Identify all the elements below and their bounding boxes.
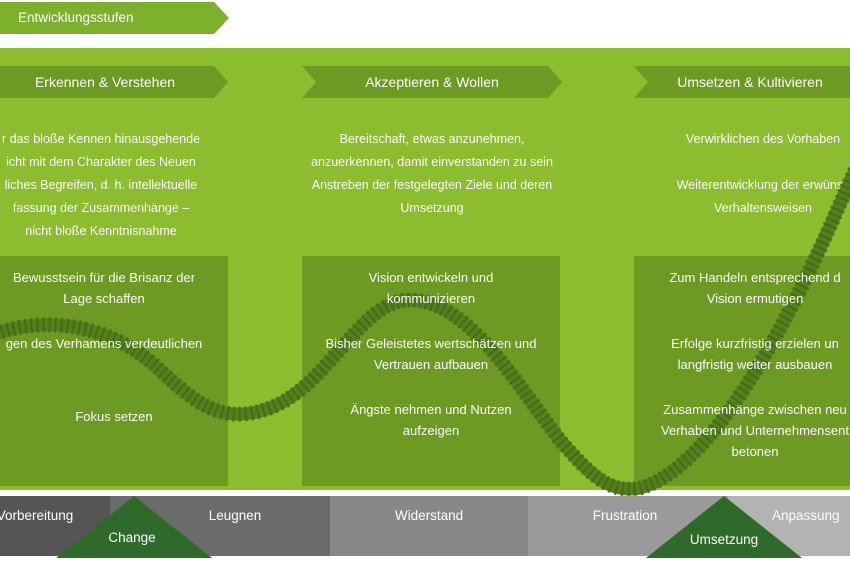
action-line: Vertrauen aufbauen: [373, 357, 489, 372]
action-line: Bewusstsein für die Brisanz der: [12, 270, 196, 285]
action-box-3: [634, 256, 850, 486]
action-line: Zum Handeln entsprechend d: [669, 270, 841, 285]
change-marker: [56, 496, 212, 558]
phase-segment-3: [330, 496, 528, 556]
description-2: Bereitschaft, etwas anzunehmen, anzuerke…: [272, 128, 592, 220]
description-line: anzuerkennen, damit einverstanden zu sei…: [311, 155, 553, 169]
column-header-1: Erkennen & Verstehen: [34, 74, 176, 90]
description-line: Bereitschaft, etwas anzunehmen,: [339, 132, 525, 146]
action-line: Bisher Geleistetes wertschätzen und: [325, 336, 537, 351]
action-line: Vision entwickeln und: [368, 270, 494, 285]
change-marker-label: Change: [108, 530, 156, 545]
header-arrow-3: [634, 66, 850, 98]
action-line: Verhaben und Unternehmensent: [661, 423, 849, 438]
description-line: nicht bloße Kenntnisnahme: [25, 224, 177, 238]
phase-label-3: Widerstand: [394, 508, 464, 523]
action-line: Vision ermutigen: [706, 291, 804, 306]
phase-label-5: Anpassung: [772, 508, 840, 523]
action-line: Zusammenhänge zwischen neu: [663, 402, 847, 417]
description-line: Verwirklichen des Vorhaben: [685, 132, 841, 146]
action-line: Erfolge kurzfristig erzielen un: [671, 336, 839, 351]
description-1: r das bloße Kennen hinausgehende icht mi…: [0, 128, 232, 243]
action-line: kommunizieren: [386, 291, 476, 306]
description-line: fassung der Zusammenhänge –: [12, 201, 190, 215]
action-line: Fokus setzen: [75, 409, 153, 424]
top-tag-label: Entwicklungsstufen: [18, 10, 134, 25]
top-tag-arrow: [0, 2, 229, 34]
column-header-2: Akzeptieren & Wollen: [365, 74, 499, 90]
header-arrow-1: [0, 66, 228, 98]
action-line: gen des Verhamens verdeutlichen: [5, 336, 203, 351]
header-arrow-2: [302, 66, 562, 98]
action-line: aufzeigen: [402, 423, 460, 438]
description-line: Umsetzung: [400, 201, 464, 215]
phase-label-2: Leugnen: [208, 508, 262, 523]
action-line: langfristig weiter ausbauen: [677, 357, 833, 372]
description-line: Anstreben der festgelegten Ziele und der…: [311, 178, 553, 192]
column-header-3: Umsetzen & Kultivieren: [677, 74, 823, 90]
phase-label-1: Vorbereitung: [0, 508, 74, 523]
umsetzung-marker: [646, 496, 802, 558]
description-line: Weiterentwicklung der erwünsc: [676, 178, 850, 192]
action-box-1: [0, 256, 228, 486]
phase-label-4: Frustration: [592, 508, 658, 523]
action-line: betonen: [731, 444, 779, 459]
action-line: Lage schaffen: [63, 291, 145, 306]
description-line: icht mit dem Charakter des Neuen: [6, 155, 196, 169]
description-line: liches Begreifen, d. h. intellektuelle: [4, 178, 198, 192]
actions-2: Vision entwickeln und kommunizieren Bish…: [302, 266, 560, 442]
description-line: Verhaltensweisen: [714, 201, 812, 215]
description-line: r das bloße Kennen hinausgehende: [1, 132, 201, 146]
action-line: Ängste nehmen und Nutzen: [350, 402, 512, 417]
phase-bar: Vorbereitung Leugnen Widerstand Frustrat…: [0, 496, 850, 558]
actions-3: Zum Handeln entsprechend d Vision ermuti…: [630, 266, 850, 463]
umsetzung-marker-label: Umsetzung: [689, 532, 759, 547]
description-3: Verwirklichen des Vorhaben Weiterentwick…: [628, 128, 850, 220]
actions-1: Bewusstsein für die Brisanz der Lage sch…: [0, 266, 228, 428]
